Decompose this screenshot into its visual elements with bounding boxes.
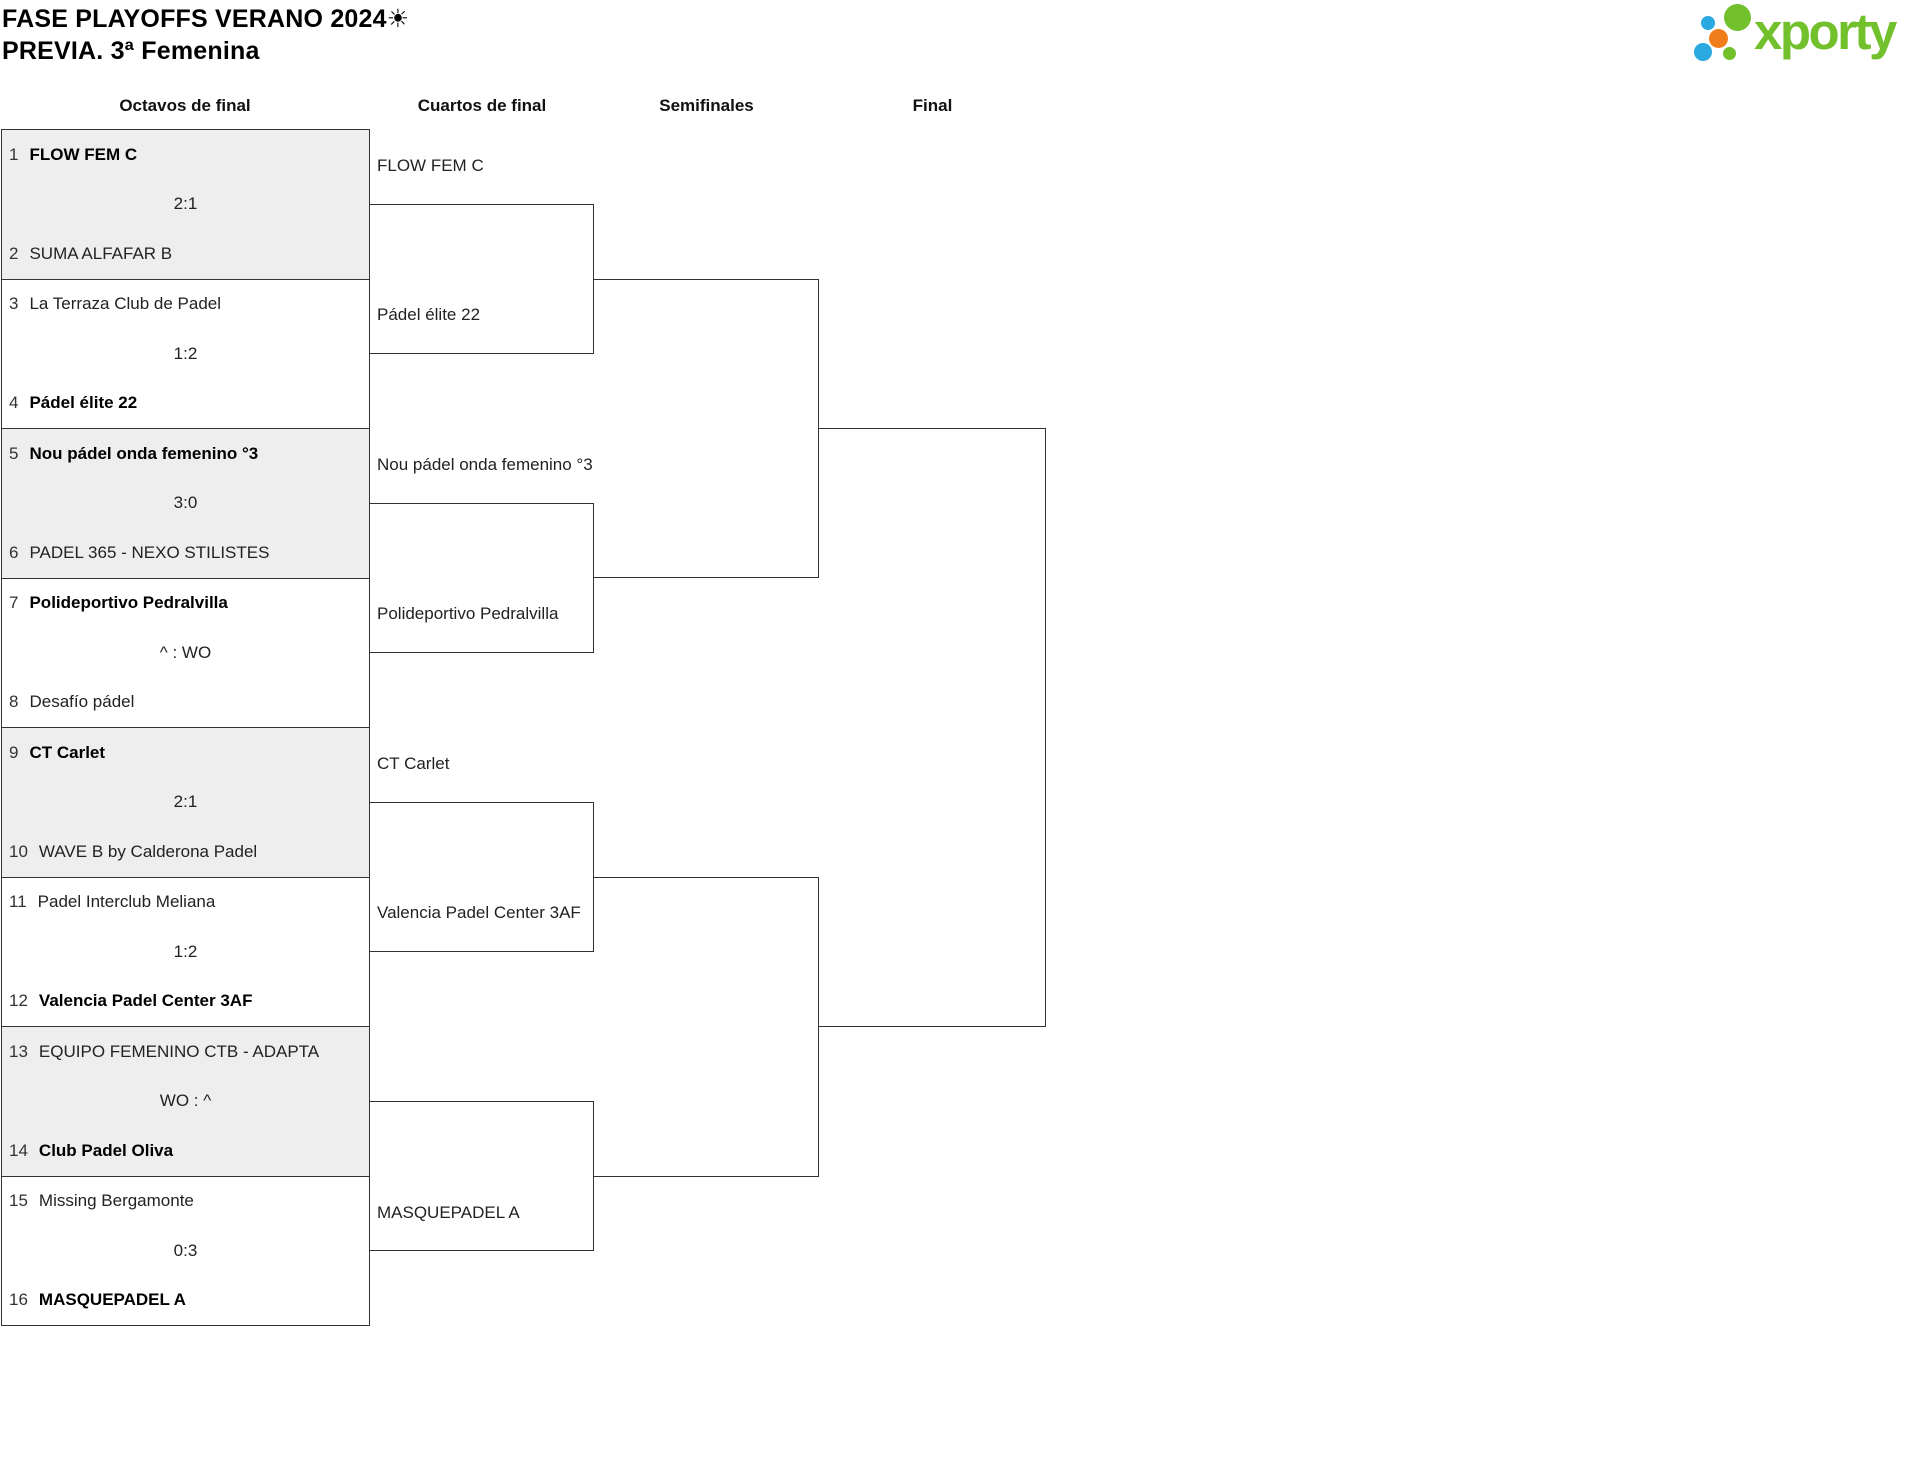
team-seed: 6: [9, 542, 19, 562]
logo-dot-blue-bottom-icon: [1694, 43, 1712, 61]
match-score: 3:0: [173, 493, 198, 513]
team-name: La Terraza Club de Padel: [29, 294, 222, 314]
team-row: 14 Club Padel Oliva: [2, 1126, 369, 1176]
r16-match-4: 7 Polideportivo Pedralvilla ^ : WO 8 Des…: [2, 578, 369, 728]
team-seed: 4: [9, 393, 19, 413]
qf-slot-label-3: Nou pádel onda femenino °3: [377, 454, 593, 474]
team-row: 15 Missing Bergamonte: [2, 1177, 369, 1227]
team-seed: 10: [9, 841, 28, 861]
team-seed: 12: [9, 991, 28, 1011]
match-score: 1:2: [173, 941, 198, 961]
team-row: 2 SUMA ALFAFAR B: [2, 229, 369, 279]
team-name: Padel Interclub Meliana: [37, 892, 216, 912]
team-row: 8 Desafío pádel: [2, 678, 369, 728]
logo-dot-green-big-icon: [1724, 4, 1751, 31]
team-name: Nou pádel onda femenino °3: [29, 443, 259, 463]
team-seed: 16: [9, 1290, 28, 1310]
qf-slot-label-6: Valencia Padel Center 3AF: [377, 903, 581, 922]
team-row: 7 Polideportivo Pedralvilla: [2, 579, 369, 629]
team-seed: 15: [9, 1191, 28, 1211]
match-score: 2:1: [173, 194, 198, 214]
team-seed: 11: [9, 892, 27, 912]
r16-match-3: 5 Nou pádel onda femenino °3 3:0 6 PADEL…: [2, 429, 369, 579]
team-seed: 1: [9, 144, 19, 164]
semifinal-connector-2: [594, 877, 819, 1177]
r16-match-1: 1 FLOW FEM C 2:1 2 SUMA ALFAFAR B: [2, 130, 369, 280]
round-header-final: Final: [912, 96, 953, 115]
qf-slot-label-8: MASQUEPADEL A: [377, 1202, 520, 1222]
team-name: Missing Bergamonte: [38, 1191, 194, 1211]
qf-slot-label-1: FLOW FEM C: [377, 155, 484, 175]
final-connector: [819, 428, 1046, 1027]
r16-match-5: 9 CT Carlet 2:1 10 WAVE B by Calderona P…: [2, 728, 369, 878]
qf-slot-label-4: Polideportivo Pedralvilla: [377, 604, 559, 623]
match-score: 1:2: [173, 343, 198, 363]
quarterfinal-connector-3: [370, 802, 594, 952]
team-name: Pádel élite 22: [29, 393, 138, 413]
team-seed: 14: [9, 1140, 28, 1160]
team-seed: 5: [9, 443, 19, 463]
team-row: 4 Pádel élite 22: [2, 379, 369, 429]
team-name: MASQUEPADEL A: [38, 1290, 186, 1310]
team-name: PADEL 365 - NEXO STILISTES: [29, 542, 270, 562]
team-row: 16 MASQUEPADEL A: [2, 1276, 369, 1326]
logo-wordmark: xporty: [1754, 3, 1897, 60]
team-row: 3 La Terraza Club de Padel: [2, 280, 369, 330]
team-name: WAVE B by Calderona Padel: [38, 841, 258, 861]
match-score: ^ : WO: [159, 642, 212, 662]
team-row: 6 PADEL 365 - NEXO STILISTES: [2, 528, 369, 578]
team-row: 10 WAVE B by Calderona Padel: [2, 827, 369, 877]
r16-match-8: 15 Missing Bergamonte 0:3 16 MASQUEPADEL…: [2, 1176, 369, 1326]
round-header-octavos: Octavos de final: [119, 96, 251, 115]
r16-match-2: 3 La Terraza Club de Padel 1:2 4 Pádel é…: [2, 279, 369, 429]
team-seed: 13: [9, 1041, 28, 1061]
logo-dot-orange-icon: [1709, 29, 1728, 48]
page-subtitle: PREVIA. 3ª Femenina: [2, 37, 260, 65]
team-name: Polideportivo Pedralvilla: [29, 593, 228, 613]
match-score: 0:3: [173, 1240, 198, 1260]
round-header-cuartos: Cuartos de final: [417, 96, 547, 115]
team-name: SUMA ALFAFAR B: [29, 243, 173, 263]
r16-match-6: 11 Padel Interclub Meliana 1:2 12 Valenc…: [2, 877, 369, 1027]
team-name: CT Carlet: [29, 742, 106, 762]
team-row: 12 Valencia Padel Center 3AF: [2, 977, 369, 1027]
team-seed: 9: [9, 742, 19, 762]
match-score: WO : ^: [159, 1091, 212, 1111]
quarterfinal-connector-2: [370, 503, 594, 653]
round-header-semifinales: Semifinales: [659, 96, 754, 115]
team-row: 9 CT Carlet: [2, 728, 369, 778]
match-score: 2:1: [173, 792, 198, 812]
qf-slot-label-5: CT Carlet: [377, 753, 450, 773]
logo-dot-green-small-icon: [1723, 47, 1736, 60]
r16-match-7: 13 EQUIPO FEMENINO CTB - ADAPTA WO : ^ 1…: [2, 1027, 369, 1177]
team-name: Club Padel Oliva: [38, 1140, 174, 1160]
team-name: FLOW FEM C: [29, 144, 138, 164]
team-seed: 2: [9, 243, 19, 263]
team-seed: 7: [9, 593, 19, 613]
quarterfinal-connector-1: [370, 204, 594, 354]
team-row: 5 Nou pádel onda femenino °3: [2, 429, 369, 479]
logo-dot-blue-top-icon: [1701, 16, 1715, 30]
semifinal-connector-1: [594, 278, 819, 578]
team-row: 1 FLOW FEM C: [2, 130, 369, 180]
team-row: 11 Padel Interclub Meliana: [2, 878, 369, 928]
team-name: Desafío pádel: [29, 692, 135, 712]
qf-slot-label-2: Pádel élite 22: [377, 305, 481, 324]
team-seed: 8: [9, 692, 19, 712]
round-of-16-column: 1 FLOW FEM C 2:1 2 SUMA ALFAFAR B 3 La T…: [1, 129, 370, 1326]
team-row: 13 EQUIPO FEMENINO CTB - ADAPTA: [2, 1027, 369, 1077]
team-name: EQUIPO FEMENINO CTB - ADAPTA: [38, 1041, 320, 1061]
page-title: FASE PLAYOFFS VERANO 2024☀: [2, 5, 410, 33]
quarterfinal-connector-4: [370, 1101, 594, 1251]
team-seed: 3: [9, 294, 19, 314]
team-name: Valencia Padel Center 3AF: [38, 991, 253, 1011]
